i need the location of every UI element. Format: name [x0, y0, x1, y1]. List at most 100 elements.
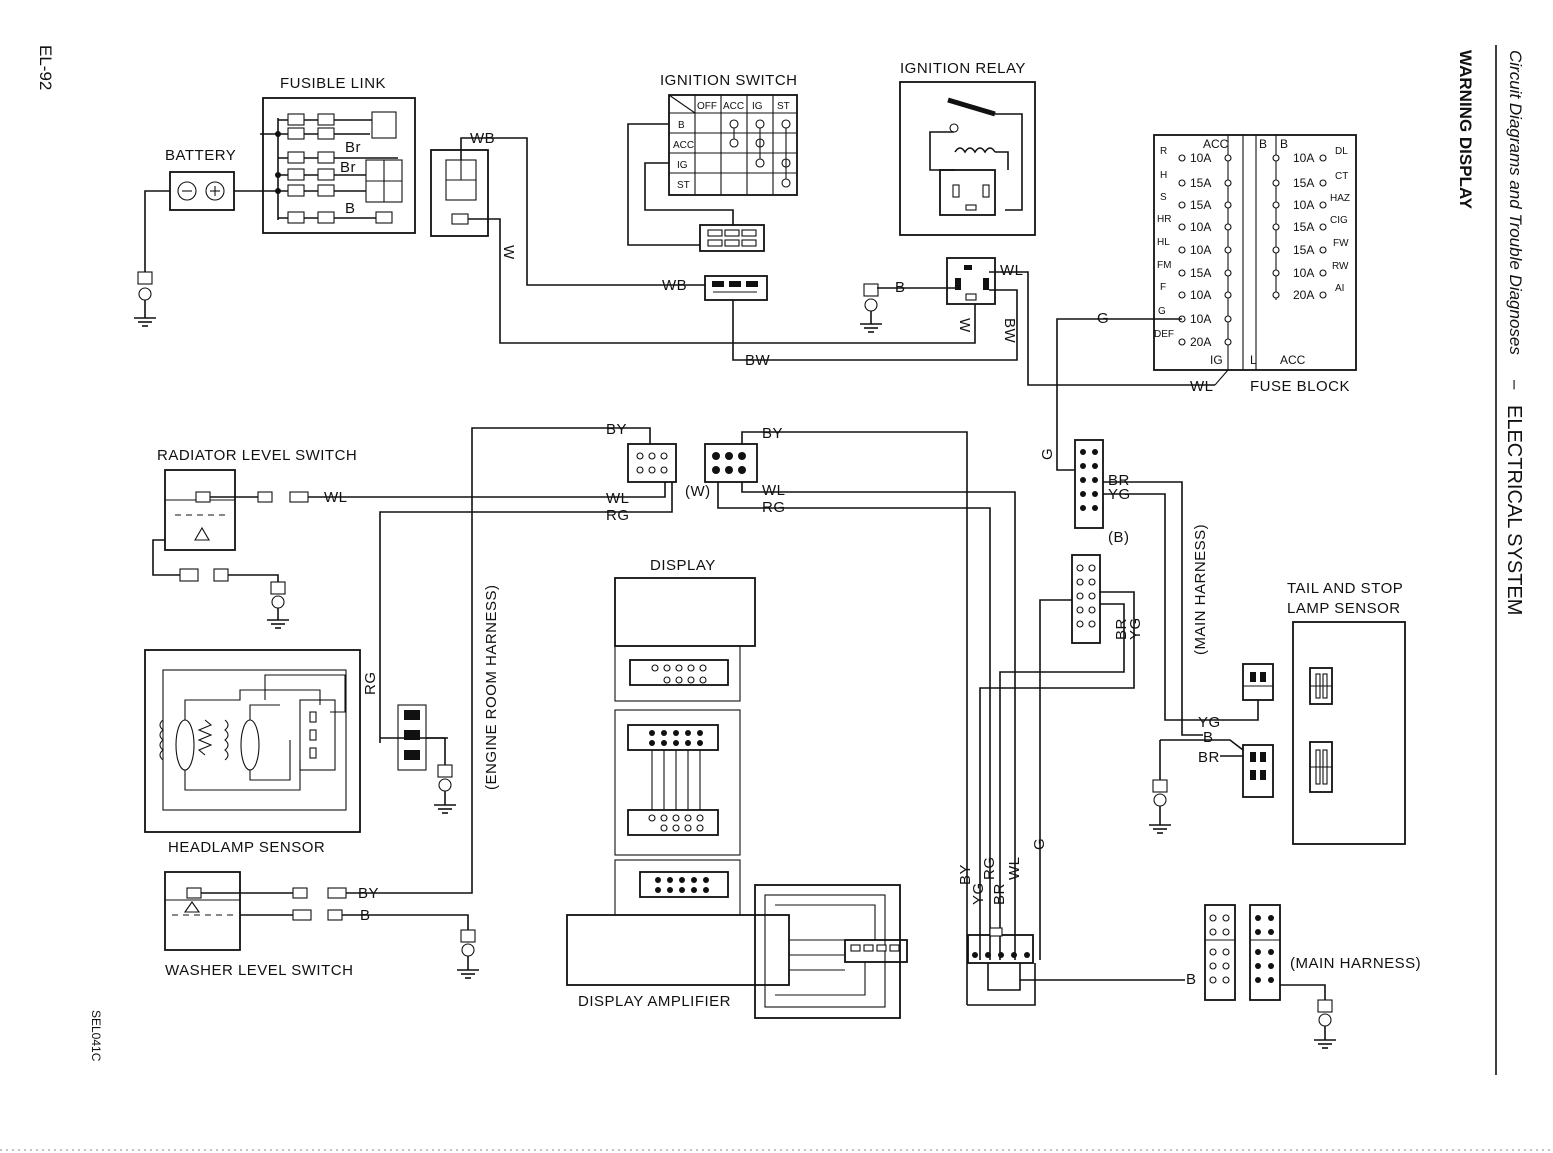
- svg-text:10A: 10A: [1293, 151, 1314, 165]
- svg-text:RG: RG: [762, 499, 786, 516]
- svg-text:F: F: [1160, 282, 1166, 293]
- svg-text:W: W: [956, 318, 973, 333]
- battery-negative-icon: [177, 181, 197, 201]
- svg-text:BW: BW: [1001, 318, 1018, 344]
- svg-text:BR: BR: [1198, 749, 1220, 766]
- tail-stop-label-1: TAIL AND STOP: [1287, 580, 1403, 597]
- fuse-left-7: F 10A: [1160, 282, 1232, 302]
- fuse-left-2: H 15A: [1160, 170, 1232, 190]
- svg-text:10A: 10A: [1190, 312, 1211, 326]
- svg-text:CT: CT: [1335, 171, 1348, 182]
- svg-text:10A: 10A: [1190, 243, 1211, 257]
- header-section: ELECTRICAL SYSTEM: [1503, 405, 1525, 615]
- washer-level-switch-label: WASHER LEVEL SWITCH: [165, 962, 353, 979]
- svg-text:RG: RG: [981, 857, 998, 881]
- engine-room-harness-label: (ENGINE ROOM HARNESS): [483, 584, 500, 790]
- figure-code: SEL041C: [89, 1010, 103, 1062]
- svg-text:DEF: DEF: [1154, 329, 1174, 340]
- connector-b: BR YG (B): [1074, 439, 1203, 736]
- bottom-junction-connector: [967, 927, 1185, 1006]
- fuse-left-5: HL 10A: [1157, 237, 1232, 257]
- svg-text:BR: BR: [1108, 472, 1130, 489]
- headlamp-sensor: HEADLAMP SENSOR: [144, 649, 361, 856]
- svg-text:BY: BY: [606, 421, 627, 438]
- svg-text:RW: RW: [1332, 261, 1349, 272]
- svg-text:FW: FW: [1333, 238, 1349, 249]
- fuse-left-3: S 15A: [1160, 192, 1232, 212]
- headlamp-connector: RG: [362, 511, 660, 771]
- fuse-right-7: 20A AI: [1272, 283, 1344, 302]
- svg-text:10A: 10A: [1293, 266, 1314, 280]
- svg-text:B: B: [1280, 137, 1288, 151]
- svg-text:10A: 10A: [1293, 198, 1314, 212]
- tail-stop-lamp-sensor: TAIL AND STOP LAMP SENSOR: [1287, 580, 1406, 845]
- svg-text:BY: BY: [957, 864, 974, 885]
- svg-text:CIG: CIG: [1330, 215, 1348, 226]
- fuse-link-row-6: B: [278, 200, 393, 224]
- ignition-switch-label: IGNITION SWITCH: [660, 72, 798, 89]
- fuse-link-row-1: [278, 111, 397, 139]
- engine-harness-connector: BY WL RG: [606, 421, 677, 524]
- display-amplifier-label: DISPLAY AMPLIFIER: [578, 993, 731, 1010]
- svg-text:ACC: ACC: [723, 101, 744, 112]
- fuse-left-4: HR 10A: [1157, 214, 1232, 234]
- display-amplifier-harness: [614, 859, 741, 916]
- svg-text:OFF: OFF: [697, 101, 717, 112]
- svg-text:ACC: ACC: [673, 140, 694, 151]
- svg-text:YG: YG: [1108, 486, 1131, 503]
- svg-text:10A: 10A: [1190, 288, 1211, 302]
- svg-text:G: G: [1039, 448, 1056, 460]
- fuse-left-8: G 10A: [1158, 306, 1232, 326]
- ground-icon: [267, 581, 289, 629]
- wb-connector: WB BW: [662, 275, 1018, 369]
- svg-text:YG: YG: [1127, 617, 1144, 640]
- svg-text:ST: ST: [777, 101, 790, 112]
- radiator-level-switch: RADIATOR LEVEL SWITCH WL: [152, 447, 660, 582]
- battery-positive-icon: [205, 181, 225, 201]
- ground-icon: [1149, 779, 1171, 834]
- radiator-level-switch-label: RADIATOR LEVEL SWITCH: [157, 447, 357, 464]
- fuse-left-1: R 10A: [1160, 146, 1232, 165]
- display-amplifier: DISPLAY AMPLIFIER: [566, 884, 908, 1019]
- display-harness: [614, 709, 741, 856]
- svg-text:WL: WL: [1006, 857, 1023, 881]
- fuse-block: ACC B B R 10A H 15A S 15A HR 10A: [1039, 134, 1357, 471]
- svg-text:20A: 20A: [1190, 335, 1211, 349]
- svg-text:ACC: ACC: [1280, 353, 1306, 367]
- svg-text:15A: 15A: [1293, 176, 1314, 190]
- svg-text:WL: WL: [606, 490, 630, 507]
- svg-text:WL: WL: [762, 482, 786, 499]
- svg-text:RG: RG: [362, 672, 379, 696]
- svg-text:HAZ: HAZ: [1330, 193, 1350, 204]
- svg-text:G: G: [1097, 310, 1109, 327]
- svg-text:AI: AI: [1335, 283, 1344, 294]
- connector-b-label: (B): [1108, 529, 1130, 546]
- main-harness-lower-label: (MAIN HARNESS): [1290, 955, 1421, 972]
- fuse-link-row-3: Br: [278, 139, 398, 164]
- tail-stop-label-2: LAMP SENSOR: [1287, 600, 1401, 617]
- svg-text:ACC: ACC: [1203, 137, 1229, 151]
- svg-text:B: B: [1203, 729, 1214, 746]
- svg-text:YG: YG: [970, 882, 987, 905]
- svg-text:WL: WL: [1000, 262, 1024, 279]
- header-dash: –: [1506, 380, 1525, 390]
- display-label: DISPLAY: [650, 557, 716, 574]
- fuse-left-6: FM 15A: [1157, 260, 1232, 280]
- svg-text:BR: BR: [1113, 618, 1130, 640]
- svg-text:15A: 15A: [1293, 220, 1314, 234]
- washer-level-switch: BY B WASHER LEVEL SWITCH: [164, 427, 625, 979]
- ignition-switch: IGNITION SWITCH OFF ACC IG ST B ACC IG S…: [627, 72, 798, 252]
- svg-text:BR: BR: [991, 883, 1008, 905]
- fusible-link: FUSIBLE LINK Br Br: [260, 75, 416, 234]
- fuse-right-2: 15A CT: [1272, 171, 1348, 190]
- svg-text:B: B: [360, 907, 371, 924]
- fuse-link-row-2: [260, 127, 370, 140]
- ignition-relay-label: IGNITION RELAY: [900, 60, 1026, 77]
- svg-text:WL: WL: [324, 489, 348, 506]
- headlamp-sensor-label: HEADLAMP SENSOR: [168, 839, 325, 856]
- svg-text:B: B: [345, 200, 356, 217]
- fuse-right-6: 10A RW: [1272, 261, 1349, 280]
- tail-stop-connector-lower: B BR: [1159, 729, 1274, 798]
- svg-text:B: B: [1186, 971, 1197, 988]
- fuse-link-row-4: Br: [278, 159, 370, 181]
